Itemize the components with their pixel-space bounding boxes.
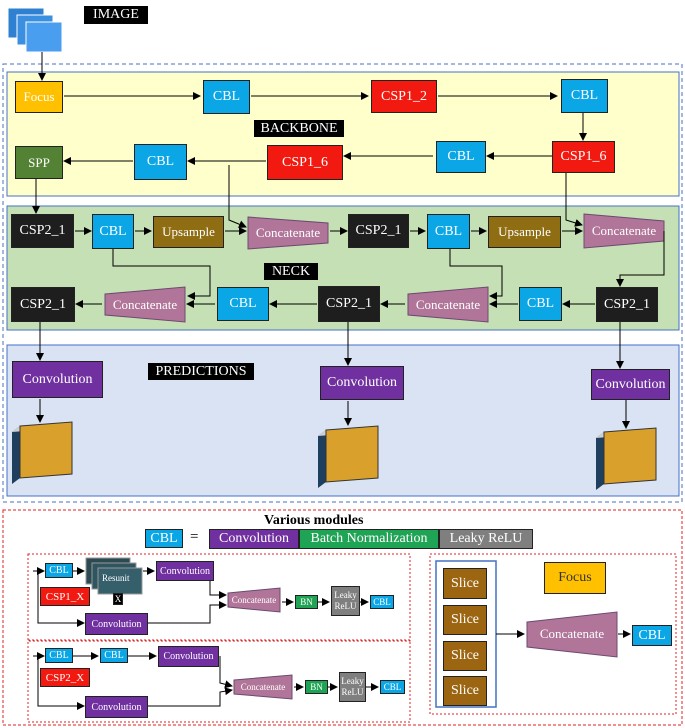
csp1-concat-shape [227,587,281,613]
focus-concatenate: Concatenate [539,626,605,641]
prediction-convolution-3: Convolution [591,369,670,400]
prediction-map-1 [12,421,73,484]
prediction-map-2 [318,425,379,488]
concat-shape-a [247,216,329,250]
image-stack-icon [7,7,63,53]
csp2-bn: BN [305,680,328,694]
cbl-def-leaky-relu: Leaky ReLU [439,529,533,549]
equals-sign: = [190,529,199,545]
csp2-convolution-top: Convolution [158,646,219,667]
upsample-b: Upsample [488,216,561,248]
backbone-cbl-4: CBL [134,144,187,180]
cbl-def-convolution: Convolution [209,529,299,549]
focus-module-title: Focus [544,562,606,594]
concatenate-c: Concatenate [112,296,178,312]
focus-block: Focus [15,81,63,113]
csp2-x-label: CSP2_X [40,668,90,687]
backbone-cbl-1: CBL [203,80,250,114]
neck-csp2-1-c: CSP2_1 [11,287,75,322]
image-label: IMAGE [84,6,148,24]
csp2-cbl-out: CBL [380,680,405,694]
csp1-leaky-relu: Leaky ReLU [331,586,360,616]
backbone-label: BACKBONE [254,120,344,137]
modules-title: Various modules [264,513,364,528]
slice-1: Slice [443,568,487,599]
csp1-6-right-block: CSP1_6 [552,141,615,173]
modules-frame [2,509,683,726]
resunit-x-label: X [113,593,123,605]
csp1-convolution-bottom: Convolution [85,613,148,635]
neck-cbl-a: CBL [92,214,134,249]
slice-4: Slice [443,676,487,706]
neck-csp2-1-d: CSP2_1 [318,286,380,322]
neck-label: NECK [264,263,318,280]
backbone-cbl-3: CBL [436,141,486,173]
concat-shape-d [407,286,489,323]
upsample-a: Upsample [153,216,224,248]
neck-csp2-1-b: CSP2_1 [348,214,409,248]
csp1-x-label: CSP1_X [40,587,90,606]
focus-frame [429,553,677,715]
focus-cbl: CBL [632,625,672,646]
csp2-cbl-2: CBL [100,648,128,663]
csp1-2-block: CSP1_2 [371,80,437,113]
csp2-concatenate: Concatenate [240,682,286,692]
slice-2: Slice [443,605,487,635]
cbl-def-batch-norm: Batch Normalization [299,529,439,549]
csp1-bn: BN [295,595,318,609]
csp1-concatenate: Concatenate [231,595,277,605]
csp1-cbl-out: CBL [370,595,394,609]
neck-cbl-c: CBL [217,287,269,321]
csp1-cbl: CBL [45,563,73,578]
concatenate-b: Concatenate [591,223,657,238]
predictions-label: PREDICTIONS [148,363,254,380]
concatenate-d: Concatenate [415,296,481,312]
neck-csp2-1-a: CSP2_1 [11,214,74,248]
outer-dashed-frame [2,63,683,503]
csp1-convolution-top: Convolution [156,561,214,581]
spp-block: SPP [15,146,63,179]
backbone-cbl-2: CBL [561,79,608,113]
focus-concat-shape [526,611,618,658]
csp2-convolution-bottom: Convolution [85,696,148,718]
neck-cbl-b: CBL [427,214,470,249]
neck-cbl-d: CBL [519,287,562,321]
csp2-leaky-relu: Leaky ReLU [339,672,366,702]
prediction-map-3 [596,427,657,490]
resunit-stack [85,557,143,595]
concat-shape-c [104,286,186,323]
csp2-concat-shape [233,674,293,700]
resunit-label: Resunit [102,573,130,583]
csp2-cbl-1: CBL [45,648,73,663]
neck-csp2-1-e: CSP2_1 [596,287,658,322]
prediction-convolution-2: Convolution [320,366,404,400]
csp1-6-mid-block: CSP1_6 [267,145,343,180]
cbl-def-block: CBL [145,529,183,548]
prediction-convolution-1: Convolution [12,361,103,398]
concatenate-a: Concatenate [255,225,321,240]
slice-3: Slice [443,641,487,671]
csp1-frame [27,553,411,642]
